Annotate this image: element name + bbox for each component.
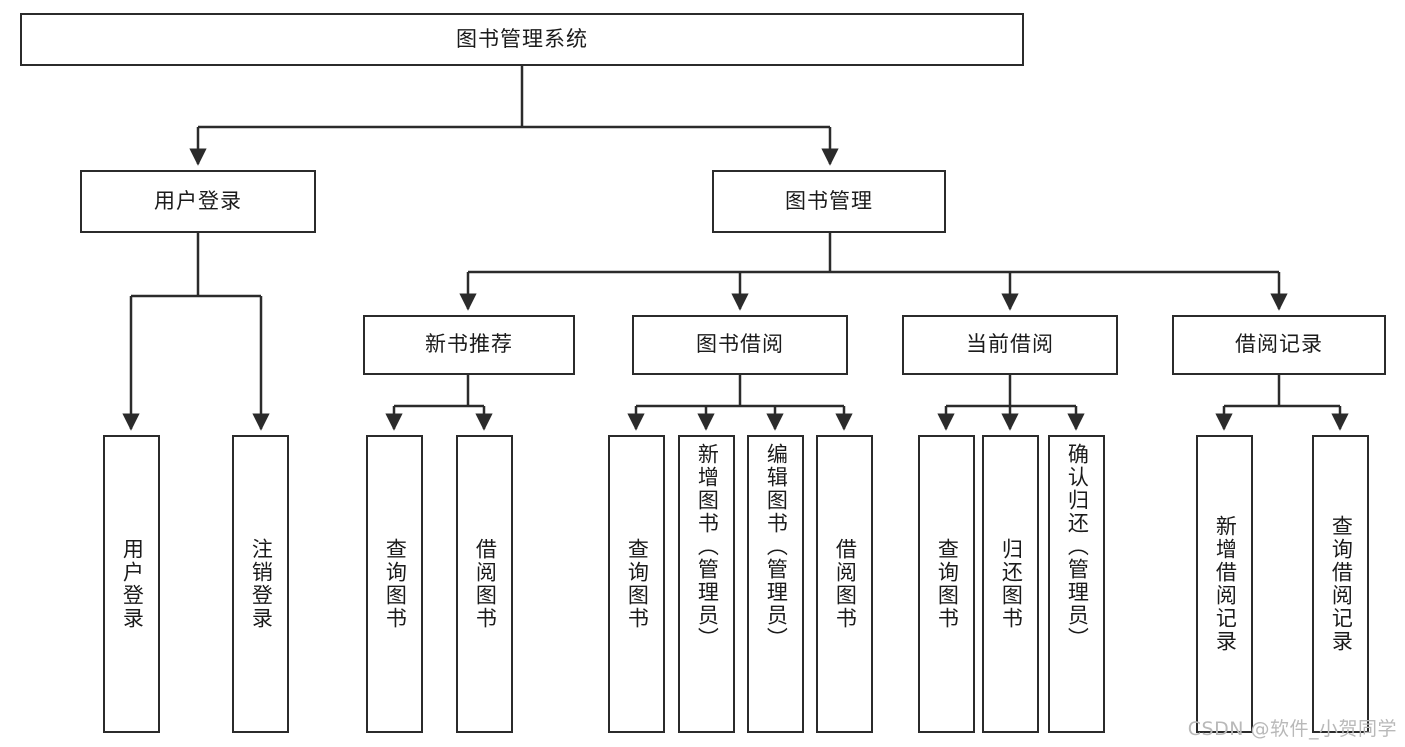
node-new-book-recommend-label: 新书推荐 xyxy=(425,332,513,357)
node-user-login-label: 用户登录 xyxy=(154,188,242,213)
watermark-text: CSDN @软件_小贺同学 xyxy=(1187,718,1397,740)
node-user-login[interactable]: 用户登录 xyxy=(80,170,316,233)
leaf-confirm-return-admin-label: 确认归还（管理员） xyxy=(1065,443,1090,650)
leaf-logout-label: 注销登录 xyxy=(249,538,274,630)
leaf-user-login[interactable]: 用户登录 xyxy=(103,435,160,733)
leaf-user-login-label: 用户登录 xyxy=(120,538,145,630)
leaf-borrow-book-label: 借阅图书 xyxy=(833,538,858,630)
leaf-query-book-recommend[interactable]: 查询图书 xyxy=(366,435,423,733)
node-book-management-label: 图书管理 xyxy=(785,188,873,213)
node-current-borrow-label: 当前借阅 xyxy=(966,332,1054,357)
node-book-borrow[interactable]: 图书借阅 xyxy=(632,315,848,375)
node-new-book-recommend[interactable]: 新书推荐 xyxy=(363,315,575,375)
node-root[interactable]: 图书管理系统 xyxy=(20,13,1024,66)
leaf-return-book-label: 归还图书 xyxy=(999,538,1024,630)
leaf-add-book-admin-label: 新增图书（管理员） xyxy=(695,443,720,650)
leaf-query-book-recommend-label: 查询图书 xyxy=(383,538,408,630)
node-root-label: 图书管理系统 xyxy=(456,26,588,51)
leaf-edit-book-admin[interactable]: 编辑图书（管理员） xyxy=(747,435,804,733)
leaf-logout[interactable]: 注销登录 xyxy=(232,435,289,733)
leaf-query-borrow-record[interactable]: 查询借阅记录 xyxy=(1312,435,1369,733)
node-borrow-records-label: 借阅记录 xyxy=(1235,332,1323,357)
node-book-management[interactable]: 图书管理 xyxy=(712,170,946,233)
node-book-borrow-label: 图书借阅 xyxy=(696,332,784,357)
leaf-query-book-borrow-label: 查询图书 xyxy=(625,538,650,630)
leaf-borrow-book-recommend-label: 借阅图书 xyxy=(473,538,498,630)
leaf-query-book-current-label: 查询图书 xyxy=(935,538,960,630)
leaf-borrow-book-recommend[interactable]: 借阅图书 xyxy=(456,435,513,733)
leaf-confirm-return-admin[interactable]: 确认归还（管理员） xyxy=(1048,435,1105,733)
leaf-add-book-admin[interactable]: 新增图书（管理员） xyxy=(678,435,735,733)
leaf-query-book-current[interactable]: 查询图书 xyxy=(918,435,975,733)
node-borrow-records[interactable]: 借阅记录 xyxy=(1172,315,1386,375)
leaf-add-borrow-record[interactable]: 新增借阅记录 xyxy=(1196,435,1253,733)
leaf-add-borrow-record-label: 新增借阅记录 xyxy=(1213,515,1238,653)
node-current-borrow[interactable]: 当前借阅 xyxy=(902,315,1118,375)
leaf-edit-book-admin-label: 编辑图书（管理员） xyxy=(764,443,789,650)
leaf-query-borrow-record-label: 查询借阅记录 xyxy=(1329,515,1354,653)
leaf-borrow-book[interactable]: 借阅图书 xyxy=(816,435,873,733)
leaf-return-book[interactable]: 归还图书 xyxy=(982,435,1039,733)
leaf-query-book-borrow[interactable]: 查询图书 xyxy=(608,435,665,733)
